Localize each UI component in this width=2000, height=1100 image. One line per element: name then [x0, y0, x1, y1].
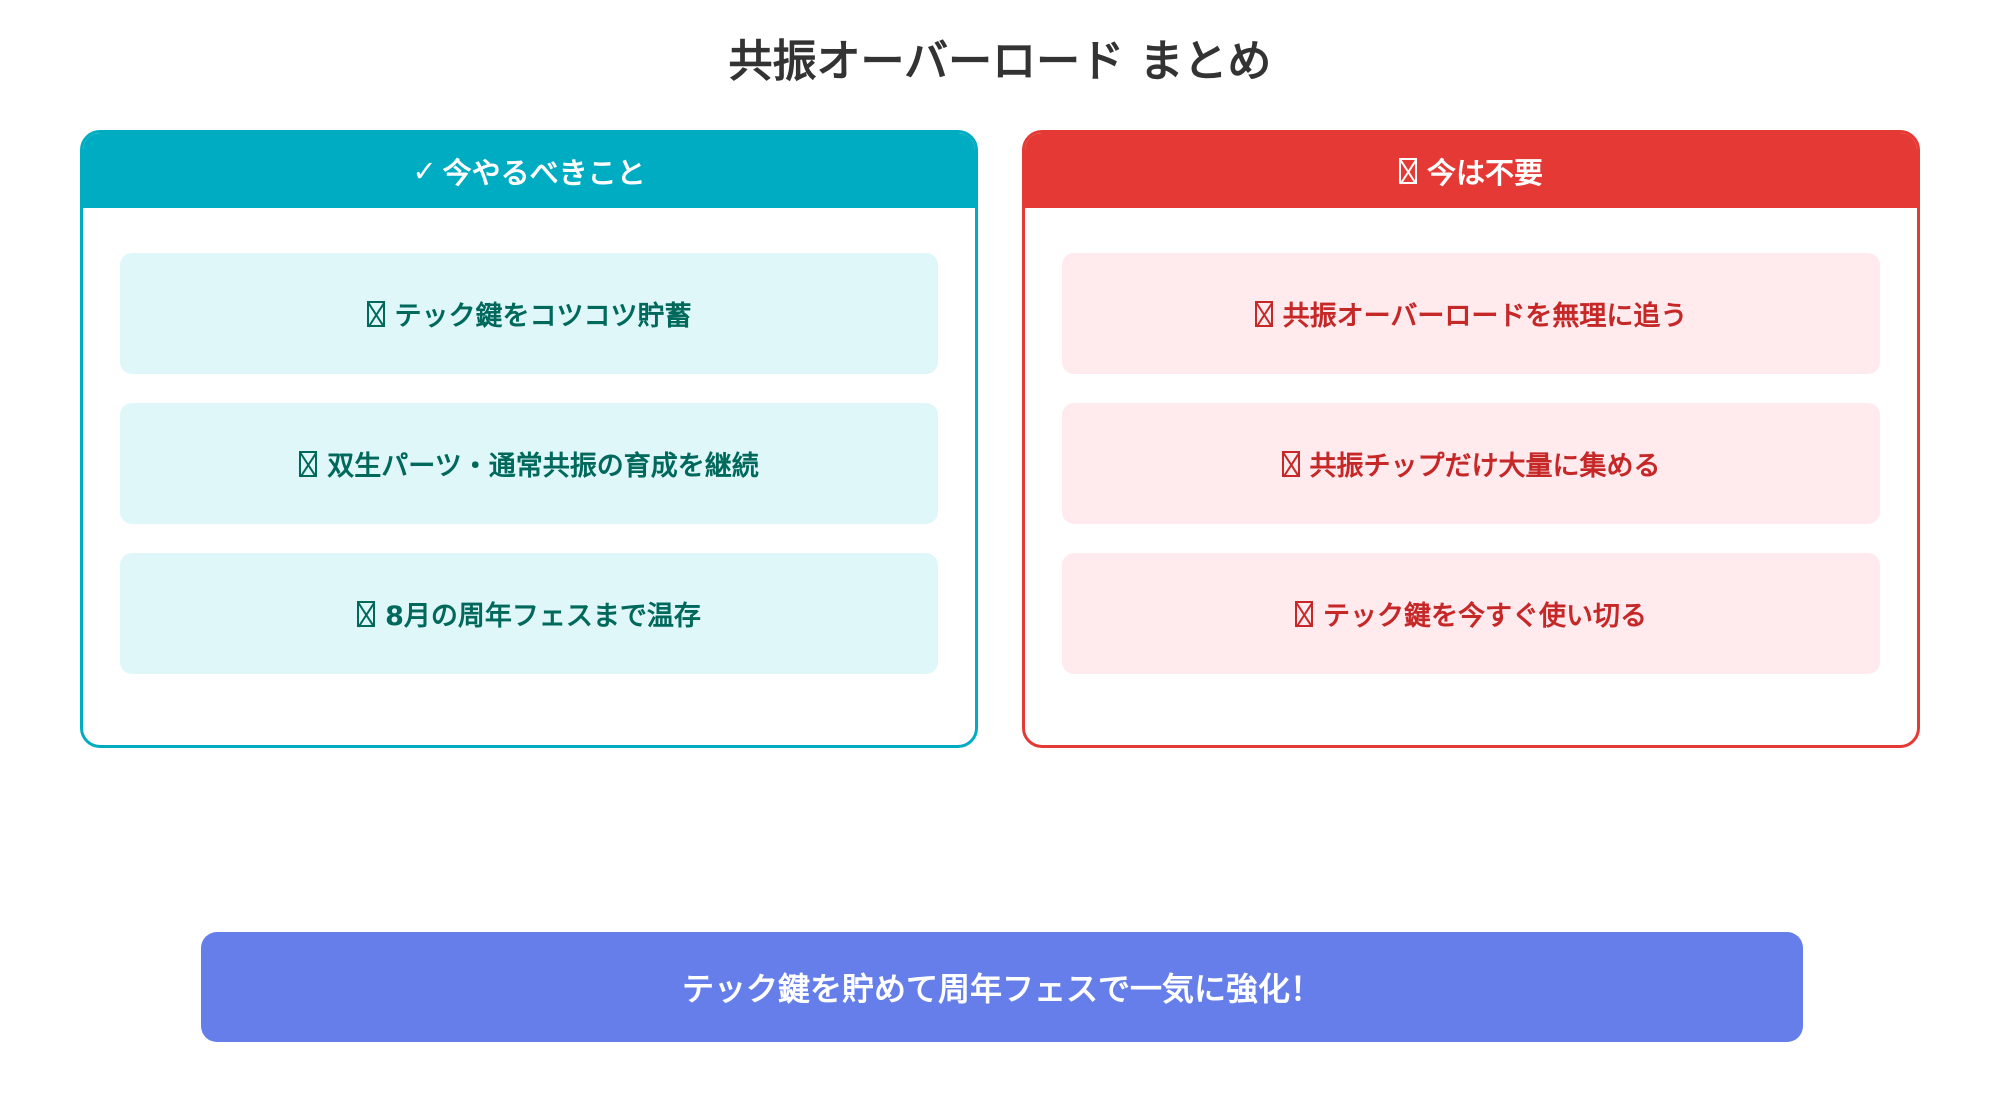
- missing-glyph-icon: [1281, 450, 1300, 477]
- list-item-label: 共振チップだけ大量に集める: [1309, 451, 1661, 482]
- do-card: ✓ 今やるべきこと テック鍵をコツコツ貯蓄 双生パーツ・通常共振の育成を継続 8…: [80, 130, 978, 748]
- list-item-label: テック鍵を今すぐ使い切る: [1323, 601, 1647, 632]
- banner-text: テック鍵を貯めて周年フェスで一気に強化！: [681, 970, 1322, 1008]
- do-card-title: 今やるべきこと: [442, 155, 646, 190]
- list-item: テック鍵をコツコツ貯蓄: [120, 253, 938, 374]
- dont-list: 共振オーバーロードを無理に追う 共振チップだけ大量に集める テック鍵を今すぐ使い…: [1025, 208, 1917, 674]
- list-item: 共振チップだけ大量に集める: [1062, 403, 1880, 524]
- page-title: 共振オーバーロード まとめ: [728, 36, 1272, 87]
- missing-glyph-icon: [366, 300, 385, 327]
- missing-glyph-icon: [299, 450, 318, 477]
- do-list: テック鍵をコツコツ貯蓄 双生パーツ・通常共振の育成を継続 8月の周年フェスまで温…: [83, 208, 975, 674]
- missing-glyph-icon: [1398, 157, 1417, 184]
- list-item: 8月の周年フェスまで温存: [120, 553, 938, 674]
- list-item: 双生パーツ・通常共振の育成を継続: [120, 403, 938, 524]
- summary-banner: テック鍵を貯めて周年フェスで一気に強化！: [201, 932, 1803, 1042]
- list-item-label: 共振オーバーロードを無理に追う: [1282, 301, 1688, 332]
- missing-glyph-icon: [1295, 600, 1313, 627]
- dont-card-header: 今は不要: [1025, 133, 1917, 208]
- missing-glyph-icon: [1254, 300, 1273, 327]
- list-item: テック鍵を今すぐ使い切る: [1062, 553, 1880, 674]
- check-icon: ✓: [412, 153, 437, 188]
- list-item-label: 双生パーツ・通常共振の育成を継続: [327, 451, 759, 482]
- dont-card-title: 今は不要: [1426, 155, 1543, 190]
- do-card-header: ✓ 今やるべきこと: [83, 133, 975, 208]
- list-item-label: 8月の周年フェスまで温存: [385, 601, 701, 632]
- missing-glyph-icon: [357, 600, 376, 627]
- list-item-label: テック鍵をコツコツ貯蓄: [394, 301, 692, 332]
- dont-card: 今は不要 共振オーバーロードを無理に追う 共振チップだけ大量に集める テック鍵を…: [1022, 130, 1920, 748]
- list-item: 共振オーバーロードを無理に追う: [1062, 253, 1880, 374]
